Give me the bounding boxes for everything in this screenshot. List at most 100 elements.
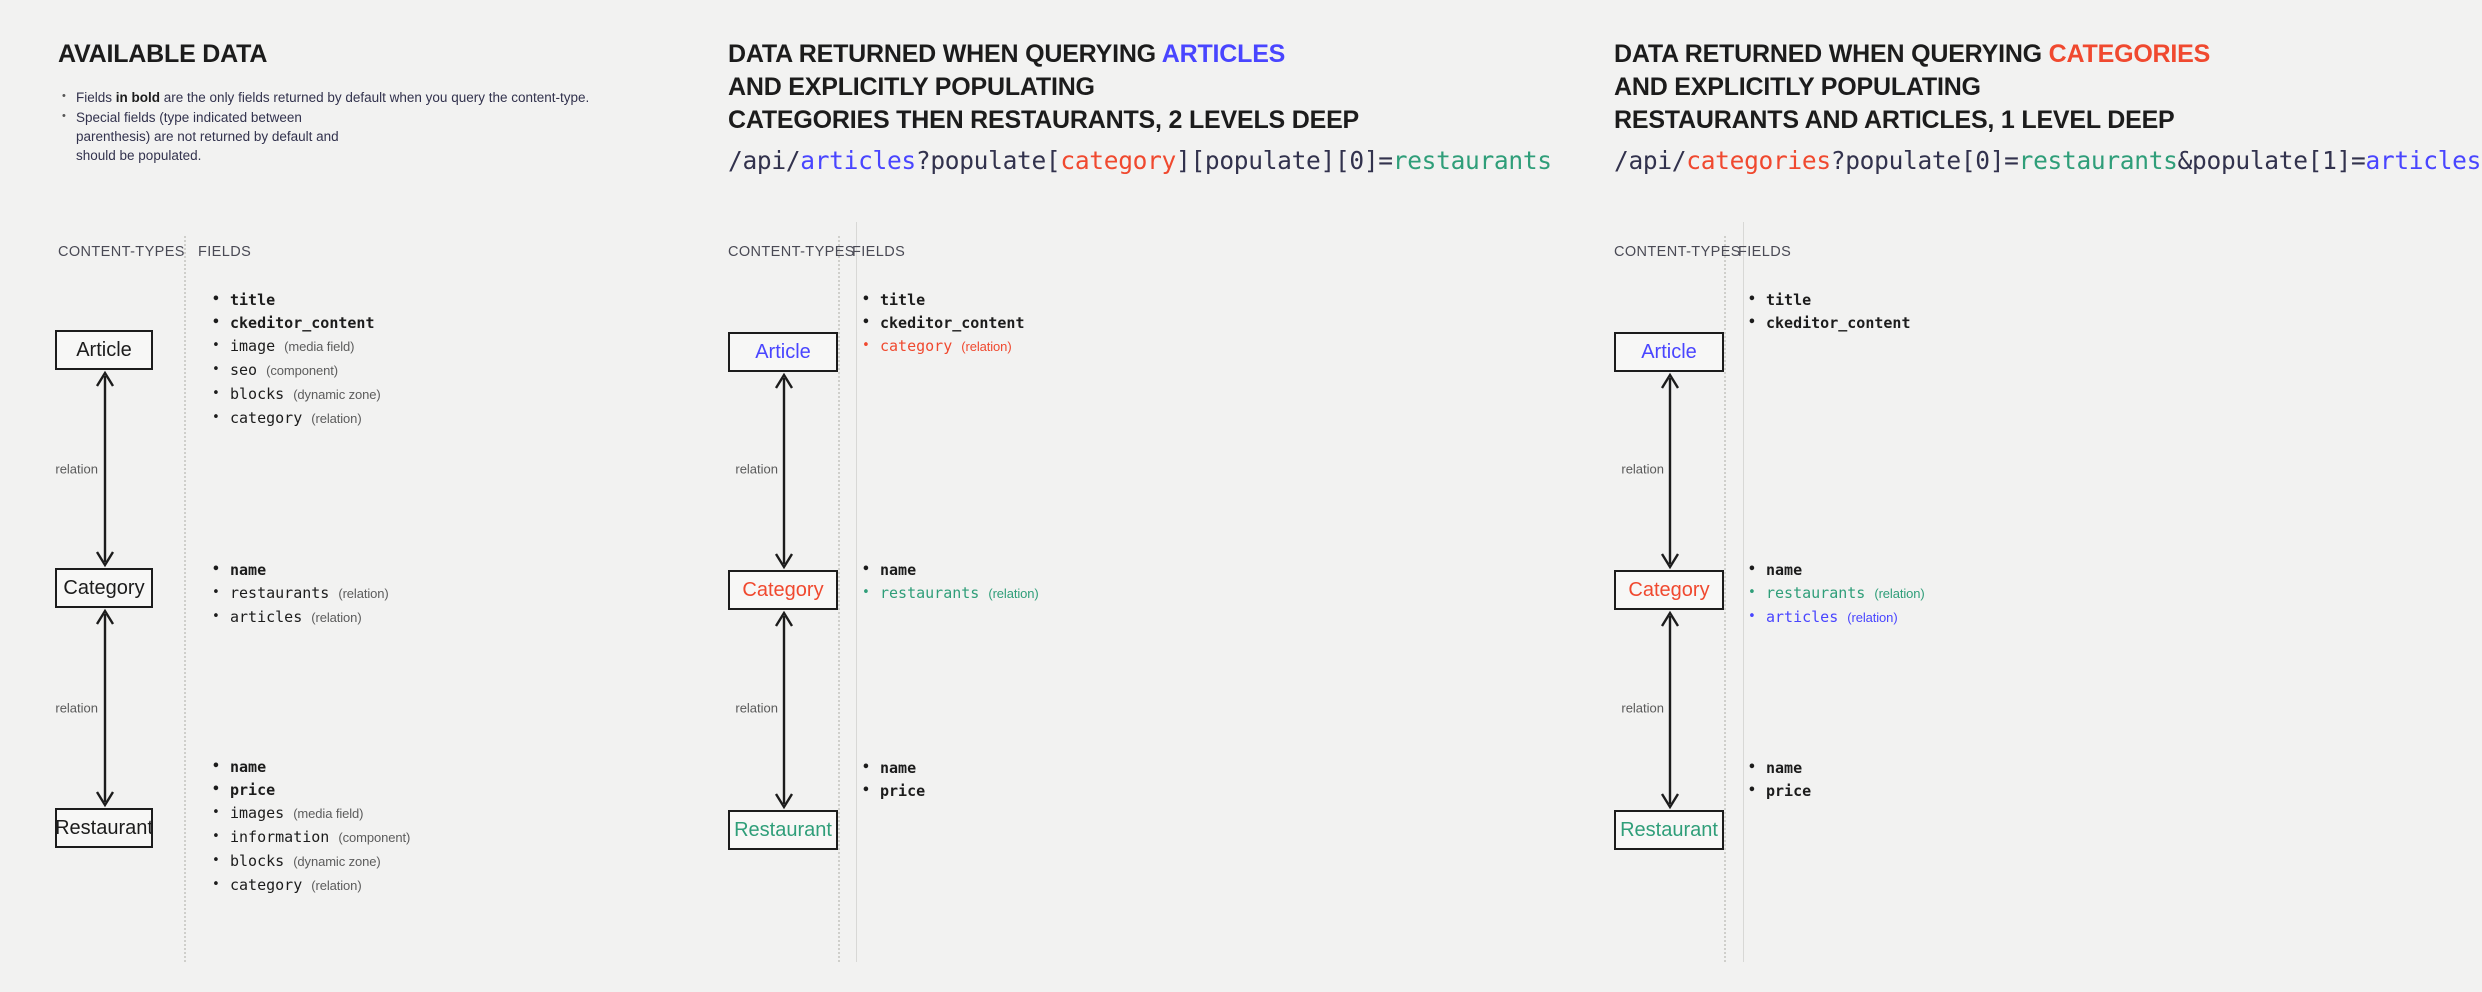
relation-label: relation xyxy=(735,700,778,716)
field-row: name xyxy=(1744,560,1925,580)
column-dotted-separator xyxy=(838,236,840,962)
field-type: (media field) xyxy=(293,806,364,821)
field-name: images xyxy=(230,804,285,822)
field-name: title xyxy=(880,291,926,309)
panel-query-categories: DATA RETURNED WHEN QUERYING CATEGORIES A… xyxy=(1614,0,2482,992)
field-row: name xyxy=(858,560,1039,580)
entity-box-article[interactable]: Article xyxy=(55,330,153,370)
field-type: (relation) xyxy=(311,878,362,893)
relation-connector-category-restaurant xyxy=(95,608,115,808)
field-name: price xyxy=(880,782,926,800)
title-line-plain: CATEGORIES THEN RESTAURANTS, 2 LEVELS DE… xyxy=(728,106,1360,134)
field-row: title xyxy=(208,290,381,310)
field-row: ckeditor_content xyxy=(208,313,381,333)
note-bold: in bold xyxy=(115,90,161,105)
field-row: articles(relation) xyxy=(1744,607,1925,628)
field-row: name xyxy=(208,757,410,777)
panel-query-articles: DATA RETURNED WHEN QUERYING ARTICLES AND… xyxy=(728,0,1552,992)
field-name: articles xyxy=(230,608,303,626)
field-name: title xyxy=(1766,291,1812,309)
field-row: category(relation) xyxy=(208,875,410,896)
field-type: (media field) xyxy=(284,339,355,354)
field-name: name xyxy=(230,561,267,579)
field-type: (relation) xyxy=(311,610,362,625)
column-caption-content-types: CONTENT-TYPES xyxy=(728,244,855,260)
field-row: title xyxy=(1744,290,1911,310)
field-row: category (relation) xyxy=(858,336,1025,357)
entity-box-restaurant[interactable]: Restaurant xyxy=(55,808,153,848)
field-type: (relation) xyxy=(961,339,1012,354)
title-line-plain: RESTAURANTS AND ARTICLES, 1 LEVEL DEEP xyxy=(1614,106,2175,134)
field-row: information (component) xyxy=(208,827,410,848)
relation-label: relation xyxy=(735,461,778,477)
field-type: (relation) xyxy=(1847,610,1898,625)
fieldgroup-restaurant: name price images (media field) informati… xyxy=(208,757,410,899)
entity-box-category[interactable]: Category xyxy=(1614,570,1724,610)
note-prefix: Special fields (type indicated between p… xyxy=(76,110,339,163)
field-type: (relation) xyxy=(1874,586,1925,601)
entity-box-restaurant[interactable]: Restaurant xyxy=(728,810,838,850)
field-name: name xyxy=(880,759,917,777)
field-row: price xyxy=(1744,781,1811,801)
field-name: name xyxy=(880,561,917,579)
field-row: seo(component) xyxy=(208,360,381,381)
relation-label: relation xyxy=(1621,461,1664,477)
field-name: title xyxy=(230,291,276,309)
endpoint-url: /api/categories?populate[0]=restaurants&… xyxy=(1614,146,2481,175)
field-name: image xyxy=(230,337,276,355)
field-row: name xyxy=(1744,758,1811,778)
note-item: Fields in bold are the only fields retur… xyxy=(60,87,589,107)
field-type: (relation) xyxy=(338,586,389,601)
url-part-categories: categories xyxy=(1686,146,1831,175)
field-name: category xyxy=(880,337,953,355)
url-part: &populate[1]= xyxy=(2177,146,2366,175)
entity-box-category[interactable]: Category xyxy=(55,568,153,608)
field-row: price xyxy=(208,780,410,800)
notes-list: Fields in bold are the only fields retur… xyxy=(60,87,589,166)
title-line: AND EXPLICITLY POPULATING xyxy=(1614,71,2210,104)
title-accent-articles: ARTICLES xyxy=(1161,40,1286,68)
entity-box-restaurant[interactable]: Restaurant xyxy=(1614,810,1724,850)
panel-available-data: AVAILABLE DATA Fields in bold are the on… xyxy=(0,0,856,992)
relation-label: relation xyxy=(1621,700,1664,716)
field-row: restaurants(relation) xyxy=(858,583,1039,604)
url-part: /api/ xyxy=(728,146,801,175)
panel-title-query-articles: DATA RETURNED WHEN QUERYING ARTICLES AND… xyxy=(728,38,1359,137)
field-row: blocks(dynamic zone) xyxy=(208,384,381,405)
field-type: (dynamic zone) xyxy=(293,387,381,402)
field-type: (component) xyxy=(266,363,338,378)
field-name: name xyxy=(1766,561,1803,579)
field-name: name xyxy=(230,758,267,776)
fieldgroup-article: title ckeditor_content category(relation… xyxy=(858,290,1025,360)
url-part-restaurants: restaurants xyxy=(1392,146,1552,175)
url-part-restaurants: restaurants xyxy=(2018,146,2178,175)
field-name: information xyxy=(230,828,330,846)
panel-title-text: AVAILABLE DATA xyxy=(58,40,268,68)
entity-box-article[interactable]: Article xyxy=(1614,332,1724,372)
title-line: DATA RETURNED WHEN QUERYING CATEGORIES xyxy=(1614,38,2210,71)
field-type: (dynamic zone) xyxy=(293,854,381,869)
title-line-plain: DATA RETURNED WHEN QUERYING xyxy=(1614,40,2049,68)
field-name: restaurants xyxy=(230,584,330,602)
panel-title-query-categories: DATA RETURNED WHEN QUERYING CATEGORIES A… xyxy=(1614,38,2210,137)
column-dotted-separator xyxy=(184,236,186,962)
entity-box-article[interactable]: Article xyxy=(728,332,838,372)
panel-title-available-data: AVAILABLE DATA xyxy=(58,38,267,71)
column-caption-content-types: CONTENT-TYPES xyxy=(58,244,185,260)
field-type: (component) xyxy=(338,830,411,845)
field-row: price xyxy=(858,781,925,801)
field-name: category xyxy=(230,409,303,427)
field-row: ckeditor_content xyxy=(1744,313,1911,333)
url-part: ?populate[ xyxy=(915,146,1061,175)
column-caption-content-types: CONTENT-TYPES xyxy=(1614,244,1741,260)
title-line-plain: AND EXPLICITLY POPULATING xyxy=(1614,73,1981,101)
field-name: ckeditor_content xyxy=(1766,314,1911,332)
field-row: image (media field) xyxy=(208,336,381,357)
entity-box-category[interactable]: Category xyxy=(728,570,838,610)
note-prefix: Fields xyxy=(76,90,116,105)
relation-connector-category-restaurant xyxy=(774,610,794,810)
field-row: images (media field) xyxy=(208,803,410,824)
relation-connector-article-category xyxy=(95,370,115,568)
field-type: (relation) xyxy=(988,586,1039,601)
